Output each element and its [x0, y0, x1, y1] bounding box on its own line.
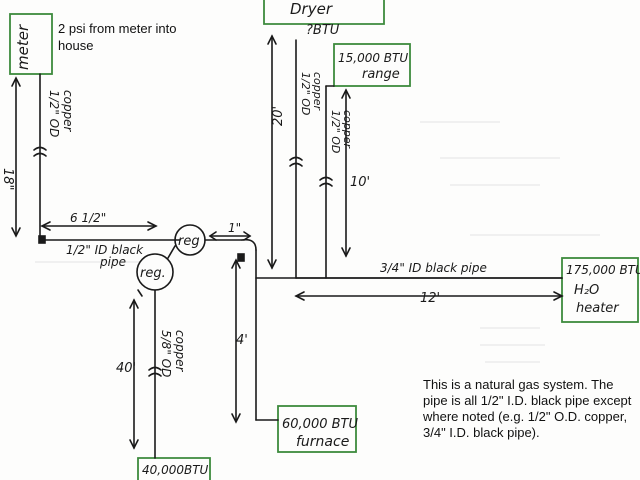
lower-copper-label-2: copper: [173, 330, 187, 373]
black-pipe-label-1: 1/2" ID black: [66, 243, 144, 257]
dryer-copper-label-2: copper: [311, 72, 324, 112]
top-note: 2 psi from meter into house: [58, 21, 177, 53]
meter-copper-label-2: copper: [61, 90, 75, 133]
dryer-copper-label-1: 1/2" OD: [299, 72, 312, 115]
main-pipe-label: 3/4" ID black pipe: [380, 261, 487, 275]
dryer-label-2: ?BTU: [306, 23, 340, 38]
heater-label-1: 175,000 BTU: [566, 263, 640, 277]
lower-reg-label: reg.: [140, 266, 166, 281]
water-heater-box: [561, 257, 639, 323]
meter-label: meter: [14, 24, 32, 70]
furnace-box: [277, 405, 357, 453]
upper-reg-label: reg: [178, 234, 200, 249]
dryer-label-1: Dryer: [290, 0, 333, 18]
range-label-2: range: [362, 67, 400, 82]
main-length-label: 12': [420, 291, 440, 306]
meter-copper-label-1: 1/2" OD: [47, 90, 61, 137]
dryer-box: [263, 0, 385, 25]
lower-copper-label-1: 5/8" OD: [159, 330, 173, 377]
bottom-appliance-label: 40,000BTU: [142, 463, 209, 477]
furnace-label-2: furnace: [296, 434, 349, 450]
meter-box: [9, 13, 53, 75]
range-length-label: 10': [350, 175, 370, 190]
furnace-label-1: 60,000 BTU: [282, 417, 358, 432]
black-pipe-label-2: pipe: [99, 255, 126, 269]
range-label-1: 15,000 BTU: [338, 51, 408, 65]
reg-gap-label: 1": [228, 221, 241, 235]
bottom-appliance-box: [137, 457, 211, 480]
heater-label-3: heater: [576, 301, 620, 316]
furnace-length-label: 4': [236, 333, 248, 348]
dryer-length-label: 20': [271, 106, 286, 126]
horizontal-length-label: 6 1/2": [70, 211, 106, 225]
range-box: [333, 43, 411, 87]
range-copper-label-2: copper: [341, 110, 354, 150]
bottom-note: This is a natural gas system. The pipe i…: [423, 377, 632, 440]
heater-label-2: H₂O: [574, 283, 599, 298]
range-copper-label-1: 1/2" OD: [329, 110, 342, 153]
lower-length-label: 40': [116, 361, 136, 376]
meter-length-label: 18": [0, 168, 15, 191]
faint-background-marks: [35, 121, 600, 363]
